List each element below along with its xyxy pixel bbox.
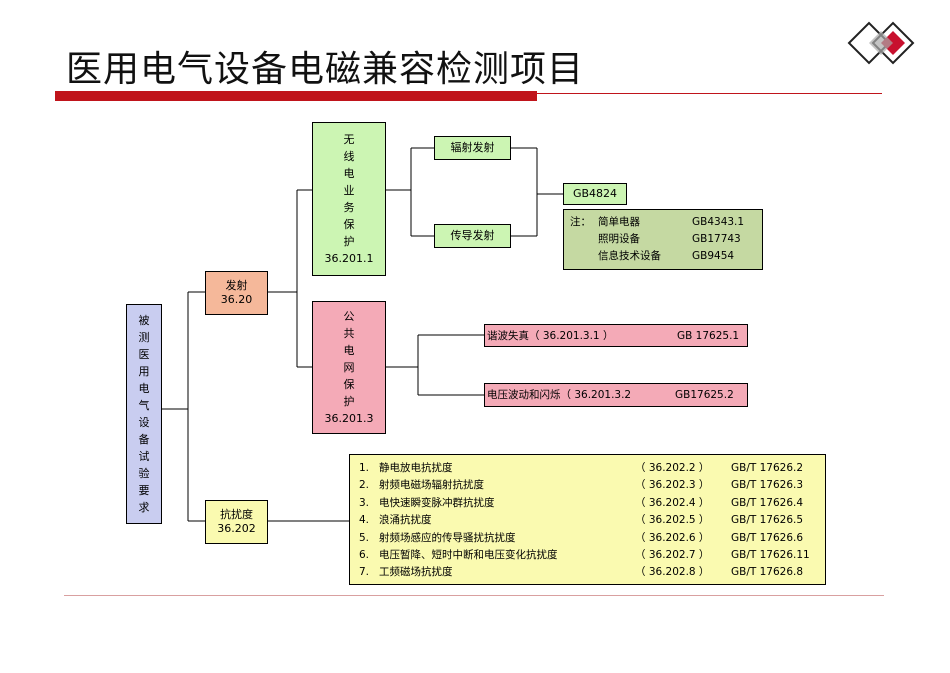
note-row-std: GB17743 <box>692 233 741 245</box>
immunity-test-name: 工频磁场抗扰度 <box>379 566 453 579</box>
emission-label: 发射 <box>225 279 248 292</box>
immunity-test-number: 6. <box>359 549 370 562</box>
radio-char: 保 <box>343 218 355 231</box>
emission-code: 36.20 <box>220 293 253 306</box>
immunity-test-clause: （ 36.202.7 ） <box>635 549 710 562</box>
immunity-test-standard: GB/T 17626.8 <box>731 566 804 579</box>
root-char: 用 <box>138 365 150 378</box>
root-char: 试 <box>138 450 150 463</box>
immunity-test-row: 6. 电压暂降、短时中断和电压变化抗扰度 （ 36.202.7 ） GB/T 1762… <box>359 547 825 564</box>
immunity-test-row: 2. 射频电磁场辐射抗扰度 （ 36.202.3 ） GB/T 17626.3 <box>359 477 825 494</box>
grid-char: 共 <box>343 327 355 340</box>
immunity-test-clause: （ 36.202.4 ） <box>635 496 710 509</box>
immunity-test-standard: GB/T 17626.2 <box>731 462 804 474</box>
immunity-label: 抗扰度 <box>220 508 253 521</box>
note-prefix: 注： <box>570 216 591 228</box>
flicker-label: 电压波动和闪烁（ 36.201.3.2 <box>487 389 632 401</box>
root-char: 气 <box>138 399 150 412</box>
immunity-test-clause: （ 36.202.2 ） <box>635 462 710 474</box>
root-char: 验 <box>138 467 150 480</box>
logo-icon <box>847 21 915 65</box>
immunity-test-clause: （ 36.202.8 ） <box>635 566 710 579</box>
immunity-test-clause: （ 36.202.6 ） <box>635 531 710 544</box>
immunity-test-standard: GB/T 17626.4 <box>731 496 804 509</box>
root-char: 求 <box>138 501 150 514</box>
immunity-test-number: 3. <box>359 496 370 509</box>
radio-char: 务 <box>343 201 355 214</box>
grid-char: 保 <box>343 378 355 391</box>
note-row-std: GB9454 <box>692 250 735 262</box>
root-char: 被 <box>138 314 150 327</box>
immunity-test-standard: GB/T 17626.11 <box>731 549 810 562</box>
grid-char: 公 <box>343 310 355 323</box>
grid-protection-node: 公共电网保护 36.201.3 <box>312 301 386 434</box>
immunity-test-row: 5. 射频场感应的传导骚扰抗扰度 （ 36.202.6 ） GB/T 17626.6 <box>359 530 825 547</box>
grid-code: 36.201.3 <box>324 412 374 425</box>
radiated-emission-node: 辐射发射 <box>434 136 511 160</box>
grid-char: 网 <box>343 361 355 374</box>
flicker-std: GB17625.2 <box>675 389 734 401</box>
radio-char: 护 <box>343 235 355 248</box>
immunity-test-name: 射频场感应的传导骚扰抗扰度 <box>379 531 516 544</box>
immunity-test-row: 1. 静电放电抗扰度 （ 36.202.2 ） GB/T 17626.2 <box>359 460 825 477</box>
immunity-test-name: 浪涌抗扰度 <box>379 514 432 527</box>
footer-line <box>64 595 884 596</box>
radio-protection-node: 无线电业务保护 36.201.1 <box>312 122 386 276</box>
immunity-list-box: 1. 静电放电抗扰度 （ 36.202.2 ） GB/T 17626.2 2. 射频电磁场… <box>349 454 826 585</box>
note-row-name: 照明设备 <box>598 233 640 245</box>
title-underline-line <box>537 93 882 94</box>
immunity-test-clause: （ 36.202.3 ） <box>635 479 710 492</box>
note-row-name: 简单电器 <box>598 216 640 228</box>
conducted-emission-node: 传导发射 <box>434 224 511 248</box>
harmonic-label: 谐波失真（ 36.201.3.1 ） <box>487 329 614 342</box>
harmonic-node: 谐波失真（ 36.201.3.1 ） GB 17625.1 <box>484 324 748 347</box>
immunity-test-name: 电压暂降、短时中断和电压变化抗扰度 <box>379 549 558 562</box>
grid-char: 电 <box>343 344 355 357</box>
root-char: 备 <box>138 433 150 446</box>
page-title: 医用电气设备电磁兼容检测项目 <box>66 49 585 90</box>
immunity-test-standard: GB/T 17626.5 <box>731 514 804 527</box>
immunity-test-row: 7. 工频磁场抗扰度 （ 36.202.8 ） GB/T 17626.8 <box>359 564 825 581</box>
note-row-std: GB4343.1 <box>692 216 745 228</box>
radiated-label: 辐射发射 <box>450 141 495 154</box>
immunity-test-standard: GB/T 17626.6 <box>731 531 804 544</box>
immunity-node: 抗扰度 36.202 <box>205 500 268 544</box>
root-char: 电 <box>138 382 150 395</box>
immunity-test-row: 3. 电快速瞬变脉冲群抗扰度 （ 36.202.4 ） GB/T 17626.4 <box>359 495 825 512</box>
flicker-node: 电压波动和闪烁（ 36.201.3.2 GB17625.2 <box>484 383 748 407</box>
root-char: 要 <box>138 484 150 497</box>
immunity-test-name: 射频电磁场辐射抗扰度 <box>379 479 484 492</box>
immunity-test-name: 静电放电抗扰度 <box>379 462 453 474</box>
root-char: 设 <box>138 416 150 429</box>
immunity-test-row: 4. 浪涌抗扰度 （ 36.202.5 ） GB/T 17626.5 <box>359 512 825 529</box>
gb4824-label: GB4824 <box>572 187 618 200</box>
radio-char: 线 <box>343 150 355 163</box>
immunity-test-number: 1. <box>359 462 370 474</box>
radio-char: 无 <box>343 133 355 146</box>
radio-char: 电 <box>343 167 355 180</box>
note-box: 注： 简单电器 GB4343.1 照明设备 GB17743 信息技术设备 GB9… <box>563 209 763 270</box>
immunity-test-number: 5. <box>359 531 370 544</box>
root-char: 测 <box>138 331 150 344</box>
harmonic-std: GB 17625.1 <box>677 329 740 342</box>
radio-code: 36.201.1 <box>324 252 374 265</box>
immunity-test-number: 2. <box>359 479 370 492</box>
gb4824-node: GB4824 <box>563 183 627 205</box>
grid-char: 护 <box>343 395 355 408</box>
immunity-code: 36.202 <box>217 522 256 535</box>
conducted-label: 传导发射 <box>450 229 495 242</box>
note-row-name: 信息技术设备 <box>598 250 661 262</box>
radio-char: 业 <box>343 184 355 197</box>
immunity-test-standard: GB/T 17626.3 <box>731 479 804 492</box>
emission-node: 发射 36.20 <box>205 271 268 315</box>
immunity-test-name: 电快速瞬变脉冲群抗扰度 <box>379 496 495 509</box>
immunity-test-number: 7. <box>359 566 370 579</box>
immunity-test-clause: （ 36.202.5 ） <box>635 514 710 527</box>
root-char: 医 <box>138 348 150 361</box>
immunity-test-number: 4. <box>359 514 370 527</box>
title-underline-bar <box>55 91 537 101</box>
root-node: 被测医用电气设备试验要求 <box>126 304 162 524</box>
